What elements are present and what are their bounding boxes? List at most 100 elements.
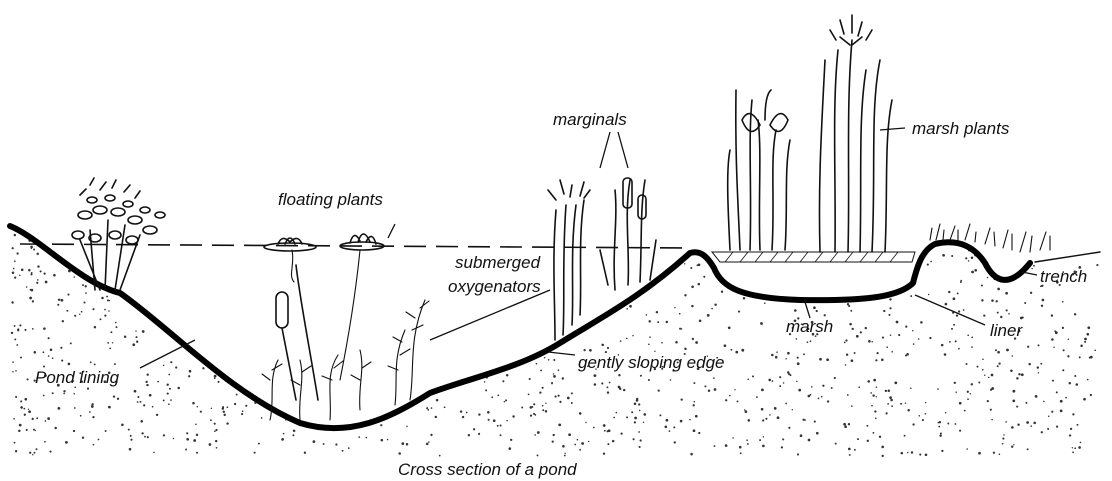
soil-dot — [835, 443, 837, 445]
soil-dot — [497, 394, 499, 396]
soil-dot — [468, 434, 470, 436]
soil-dot — [1051, 411, 1053, 413]
soil-dot — [889, 307, 891, 309]
soil-dot — [214, 423, 216, 425]
soil-dot — [63, 390, 65, 392]
soil-dot — [1062, 301, 1064, 303]
soil-dot — [1005, 421, 1007, 423]
soil-dot — [80, 415, 82, 417]
soil-dot — [966, 363, 968, 365]
soil-dot — [1042, 299, 1045, 302]
soil-dot — [643, 413, 646, 416]
soil-dot — [444, 406, 446, 408]
soil-dot — [618, 374, 620, 376]
soil-dot — [136, 341, 138, 343]
soil-dot — [883, 310, 885, 312]
soil-dot — [871, 405, 873, 407]
soil-dot — [82, 437, 84, 439]
soil-dot — [186, 432, 188, 434]
soil-dot — [504, 401, 506, 403]
soil-dot — [762, 445, 765, 448]
soil-dot — [821, 396, 823, 398]
soil-dot — [98, 439, 100, 441]
soil-dot — [1027, 346, 1029, 348]
soil-dot — [1041, 431, 1043, 433]
soil-dot — [152, 406, 154, 408]
soil-dot — [73, 393, 75, 395]
soil-dot — [63, 393, 64, 394]
soil-dot — [990, 409, 992, 411]
soil-dot — [639, 446, 641, 448]
soil-dot — [867, 380, 870, 383]
soil-dot — [508, 447, 511, 450]
soil-dot — [101, 297, 104, 300]
soil-dot — [779, 376, 781, 378]
soil-dot — [552, 440, 554, 442]
soil-dot — [537, 454, 539, 456]
soil-dot — [941, 344, 944, 347]
soil-dot — [144, 436, 146, 438]
soil-dot — [85, 285, 87, 287]
soil-dot — [104, 309, 106, 311]
soil-dot — [848, 448, 851, 451]
soil-dot — [639, 410, 640, 411]
soil-dot — [966, 448, 968, 450]
soil-dot — [553, 375, 556, 378]
soil-dot — [796, 338, 798, 340]
soil-dot — [167, 384, 169, 386]
soil-dot — [109, 348, 111, 350]
soil-dot — [873, 432, 875, 434]
soil-dot — [772, 380, 774, 382]
soil-dot — [14, 234, 16, 236]
soil-dot — [594, 383, 597, 386]
soil-dot — [845, 339, 847, 341]
soil-dot — [564, 455, 566, 457]
soil-dot — [734, 389, 735, 390]
soil-dot — [1024, 302, 1026, 304]
soil-dot — [91, 405, 94, 408]
soil-dot — [510, 439, 512, 441]
soil-dot — [607, 391, 609, 393]
soil-dot — [744, 409, 745, 410]
soil-dot — [107, 342, 109, 344]
soil-dot — [536, 363, 538, 365]
soil-dot — [900, 403, 902, 405]
soil-dot — [612, 440, 614, 442]
soil-dot — [36, 448, 38, 450]
soil-dot — [629, 305, 632, 308]
soil-dot — [634, 403, 637, 406]
soil-dot — [1011, 426, 1014, 429]
soil-dot — [1038, 372, 1039, 373]
soil-dot — [19, 424, 22, 427]
soil-dot — [981, 284, 983, 286]
soil-dot — [1021, 373, 1024, 376]
soil-dot — [971, 271, 974, 274]
marsh-soil-hatch — [712, 252, 915, 262]
soil-dot — [149, 394, 152, 397]
soil-dot — [491, 396, 493, 398]
soil-dot — [965, 257, 967, 259]
soil-dot — [216, 447, 218, 449]
soil-dot — [819, 358, 822, 361]
soil-dot — [116, 326, 118, 328]
soil-dot — [971, 346, 973, 348]
soil-dot — [54, 427, 56, 429]
soil-dot — [44, 441, 46, 443]
soil-dot — [882, 337, 884, 339]
soil-dot — [963, 309, 965, 311]
soil-dot — [1086, 333, 1089, 336]
soil-dot — [937, 388, 939, 390]
soil-dot — [618, 386, 621, 389]
label-oxygenators: oxygenators — [448, 277, 541, 296]
soil-dot — [725, 399, 727, 401]
soil-dot — [521, 407, 523, 409]
soil-dot — [738, 311, 740, 313]
soil-dot — [209, 443, 212, 446]
soil-dot — [894, 382, 897, 385]
bank-shrub-left — [72, 178, 165, 290]
soil-dot — [1094, 349, 1096, 351]
soil-dot — [796, 381, 797, 382]
soil-dot — [910, 388, 912, 390]
soil-dot — [639, 439, 641, 441]
